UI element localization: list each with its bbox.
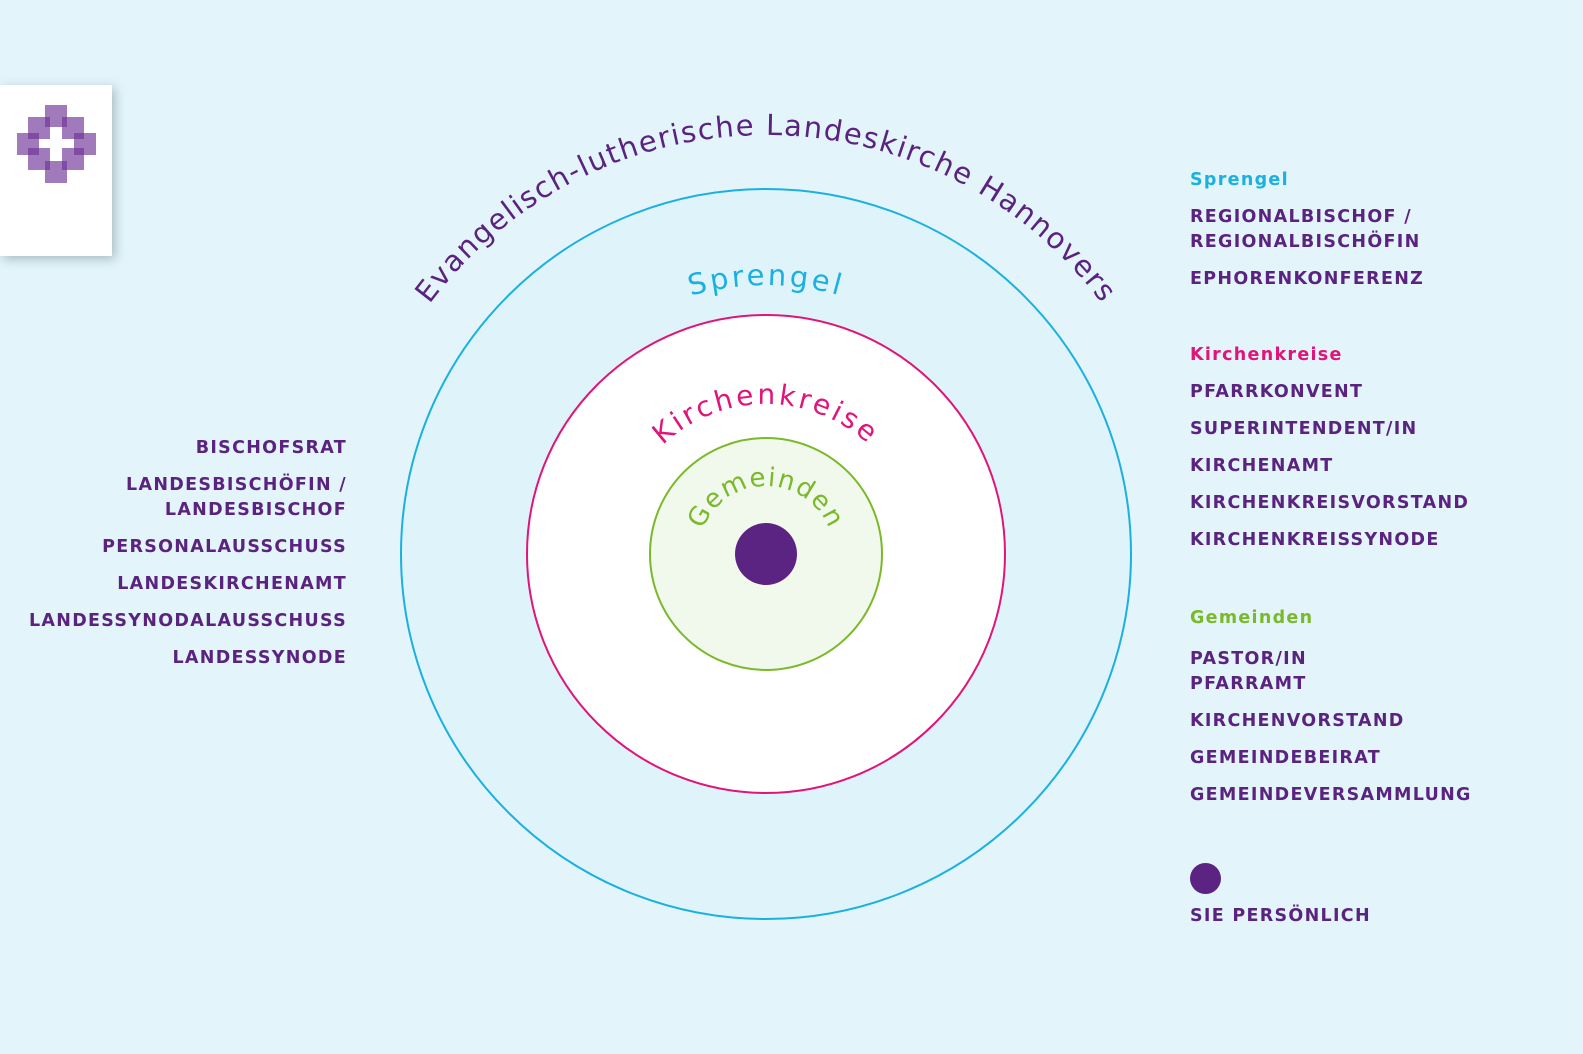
gemeinden-list: Gemeinden PASTOR/IN PFARRAMT KIRCHENVORS… (1190, 606, 1472, 820)
list-item: EPHORENKONFERENZ (1190, 269, 1425, 289)
list-item: LANDESKIRCHENAMT (117, 574, 347, 594)
personal-label: SIE PERSÖNLICH (1190, 906, 1371, 926)
personal-legend: SIE PERSÖNLICH (1190, 863, 1371, 941)
list-item: GEMEINDEVERSAMMLUNG (1190, 785, 1472, 805)
list-item: KIRCHENKREISSYNODE (1190, 530, 1440, 550)
list-item: LANDESBISCHÖFIN / LANDESBISCHOF (126, 475, 347, 520)
center-dot (735, 523, 797, 585)
sprengel-heading: Sprengel (1190, 170, 1289, 190)
list-item: KIRCHENVORSTAND (1190, 711, 1405, 731)
list-item: PFARRKONVENT (1190, 382, 1364, 402)
list-item: KIRCHENKREISVORSTAND (1190, 493, 1470, 513)
kirchenkreise-list: Kirchenkreise PFARRKONVENT SUPERINTENDEN… (1190, 343, 1469, 565)
list-item: GEMEINDEBEIRAT (1190, 748, 1381, 768)
logo-card[interactable] (0, 85, 112, 256)
sprengel-list: Sprengel REGIONALBISCHOF / REGIONALBISCH… (1190, 168, 1424, 304)
list-item: KIRCHENAMT (1190, 456, 1334, 476)
list-item: PERSONALAUSSCHUSS (102, 537, 347, 557)
list-item: REGIONALBISCHOF / REGIONALBISCHÖFIN (1190, 207, 1421, 252)
list-item: PASTOR/IN PFARRAMT (1190, 649, 1307, 694)
landeskirche-list: BISCHOFSRAT LANDESBISCHÖFIN / LANDESBISC… (29, 436, 347, 683)
gemeinden-heading: Gemeinden (1190, 608, 1314, 628)
list-item: LANDESSYNODE (172, 648, 347, 668)
list-item: SUPERINTENDENT/IN (1190, 419, 1418, 439)
person-dot-icon (1190, 863, 1221, 894)
list-item: BISCHOFSRAT (195, 438, 347, 458)
list-item: LANDESSYNODALAUSSCHUSS (28, 611, 347, 631)
kirchenkreise-heading: Kirchenkreise (1190, 345, 1343, 365)
